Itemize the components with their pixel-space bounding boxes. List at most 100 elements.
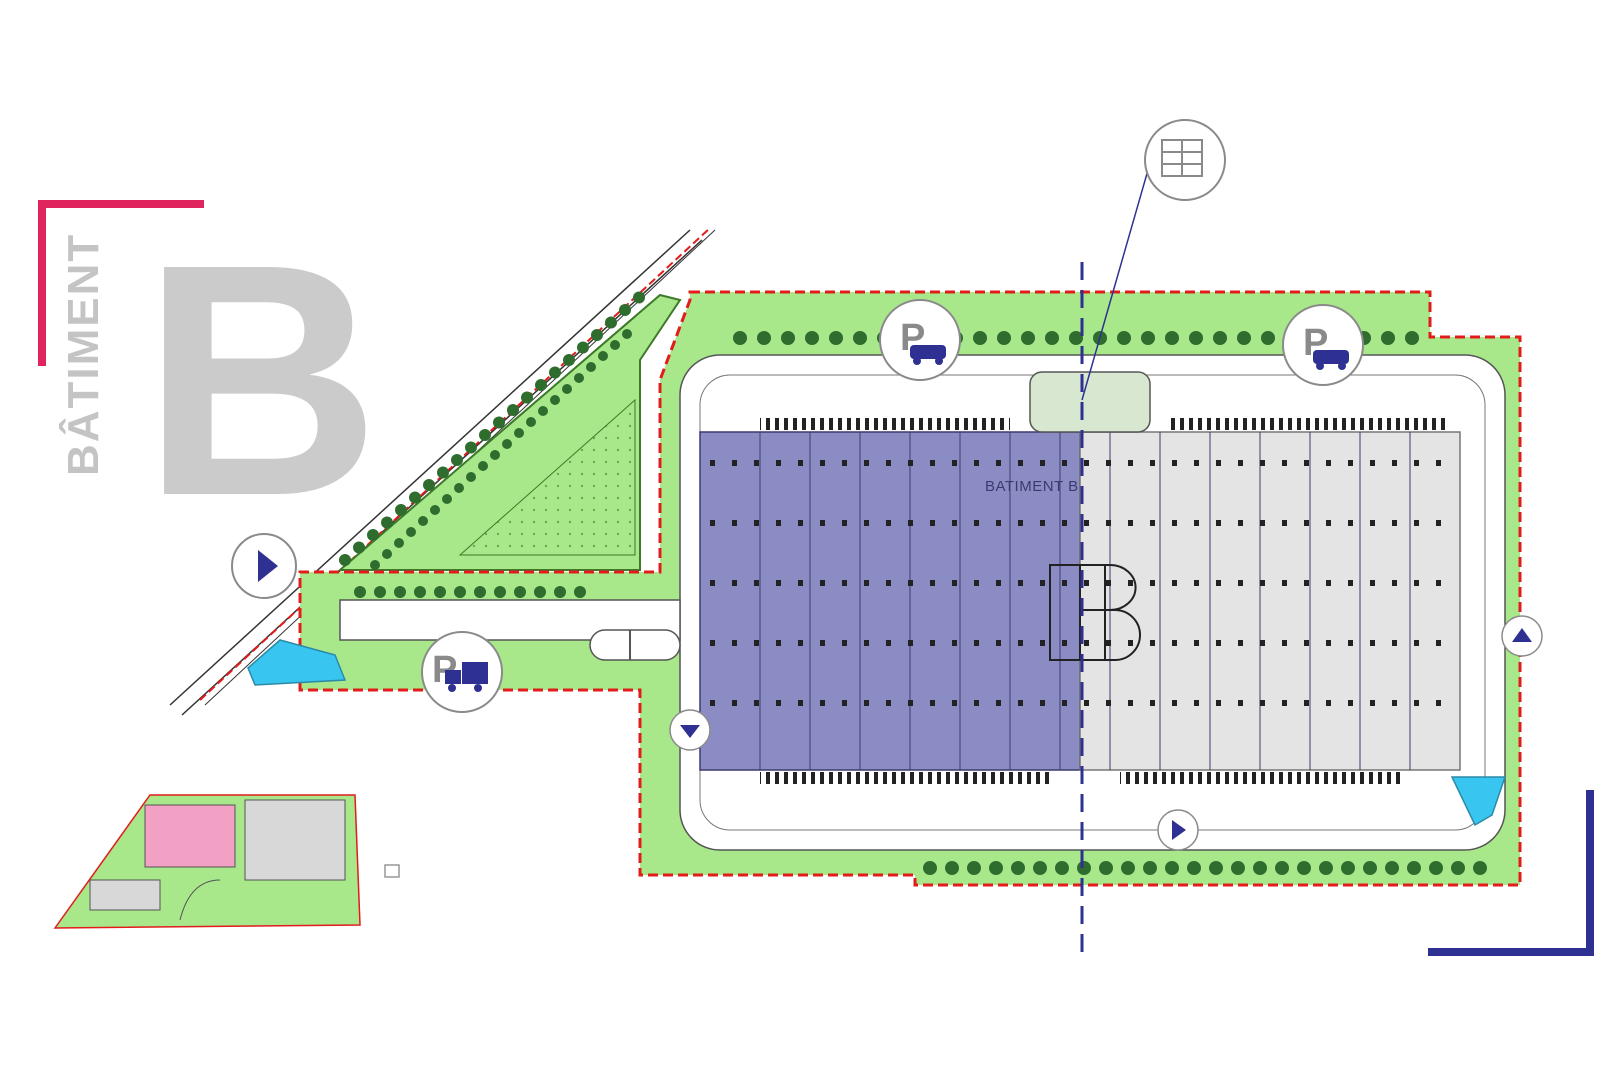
tree	[414, 586, 426, 598]
grid-marker	[886, 520, 891, 526]
tree	[829, 331, 843, 345]
tree	[478, 461, 488, 471]
tree	[454, 586, 466, 598]
grid-marker	[1348, 640, 1353, 646]
grid-marker	[1392, 640, 1397, 646]
direction-arrow-icon	[1157, 809, 1199, 851]
tree	[534, 586, 546, 598]
grid-marker	[1084, 520, 1089, 526]
grid-marker	[1348, 520, 1353, 526]
grid-marker	[996, 700, 1001, 706]
tree	[394, 538, 404, 548]
grid-marker	[1106, 460, 1111, 466]
building-b-footprint	[699, 371, 1461, 784]
tree	[805, 331, 819, 345]
tree	[507, 404, 519, 416]
grid-marker	[1282, 520, 1287, 526]
grid-marker	[1106, 520, 1111, 526]
tree	[1253, 861, 1267, 875]
tree	[1189, 331, 1203, 345]
grid-marker	[1018, 700, 1023, 706]
tree	[1319, 861, 1333, 875]
grid-marker	[1392, 520, 1397, 526]
tree	[1429, 861, 1443, 875]
pink-bracket-left	[38, 200, 46, 366]
tree	[454, 483, 464, 493]
grid-marker	[930, 640, 935, 646]
grid-marker	[996, 520, 1001, 526]
grid-marker	[1150, 580, 1155, 586]
grid-marker	[974, 460, 979, 466]
tree	[430, 505, 440, 515]
grid-marker	[1260, 460, 1265, 466]
grid-marker	[1260, 580, 1265, 586]
car-parking-icon: P	[879, 299, 961, 381]
grid-marker	[930, 460, 935, 466]
tree	[479, 429, 491, 441]
tree	[973, 331, 987, 345]
grid-marker	[820, 520, 825, 526]
grid-marker	[1194, 580, 1199, 586]
grid-marker	[1414, 640, 1419, 646]
tree	[451, 454, 463, 466]
tree	[591, 329, 603, 341]
grid-marker	[1106, 700, 1111, 706]
grid-marker	[864, 640, 869, 646]
batiment-letter-b: B	[142, 195, 380, 564]
grid-marker	[1370, 520, 1375, 526]
grid-marker	[732, 460, 737, 466]
tree	[521, 391, 533, 404]
grid-marker	[1326, 640, 1331, 646]
grid-marker	[864, 520, 869, 526]
grid-marker	[996, 460, 1001, 466]
grid-marker	[1062, 460, 1067, 466]
tree	[923, 861, 937, 875]
grid-marker	[820, 580, 825, 586]
grid-marker	[1128, 460, 1133, 466]
tree	[474, 586, 486, 598]
grid-marker	[864, 460, 869, 466]
grid-marker	[820, 700, 825, 706]
grid-marker	[1370, 460, 1375, 466]
tree	[989, 861, 1003, 875]
tree	[1213, 331, 1227, 345]
tree	[1381, 331, 1395, 345]
grid-marker	[1172, 640, 1177, 646]
grid-marker	[974, 700, 979, 706]
grid-marker	[1018, 460, 1023, 466]
grid-marker	[1216, 520, 1221, 526]
tree	[781, 331, 795, 345]
grid-marker	[754, 700, 759, 706]
grid-marker	[1018, 640, 1023, 646]
tree	[1231, 861, 1245, 875]
grid-marker	[930, 700, 935, 706]
grid-marker	[1304, 700, 1309, 706]
grid-marker	[820, 460, 825, 466]
tree	[423, 479, 435, 491]
grid-marker	[1370, 580, 1375, 586]
grid-marker	[996, 640, 1001, 646]
tree	[1121, 861, 1135, 875]
grid-marker	[1128, 520, 1133, 526]
grid-marker	[1414, 460, 1419, 466]
grid-marker	[908, 520, 913, 526]
grid-marker	[732, 700, 737, 706]
grid-marker	[930, 520, 935, 526]
grid-marker	[754, 460, 759, 466]
grid-marker	[1414, 700, 1419, 706]
office-building-icon	[1144, 119, 1226, 201]
grid-marker	[1128, 640, 1133, 646]
grid-marker	[1436, 640, 1441, 646]
tree	[619, 304, 631, 316]
grid-marker	[1260, 700, 1265, 706]
grid-marker	[1150, 460, 1155, 466]
tree	[554, 586, 566, 598]
grid-marker	[798, 640, 803, 646]
tree	[586, 362, 596, 372]
tree	[339, 554, 351, 566]
grid-marker	[1018, 580, 1023, 586]
grid-marker	[886, 460, 891, 466]
tree	[633, 291, 645, 304]
grid-marker	[1436, 700, 1441, 706]
tree	[437, 466, 449, 479]
